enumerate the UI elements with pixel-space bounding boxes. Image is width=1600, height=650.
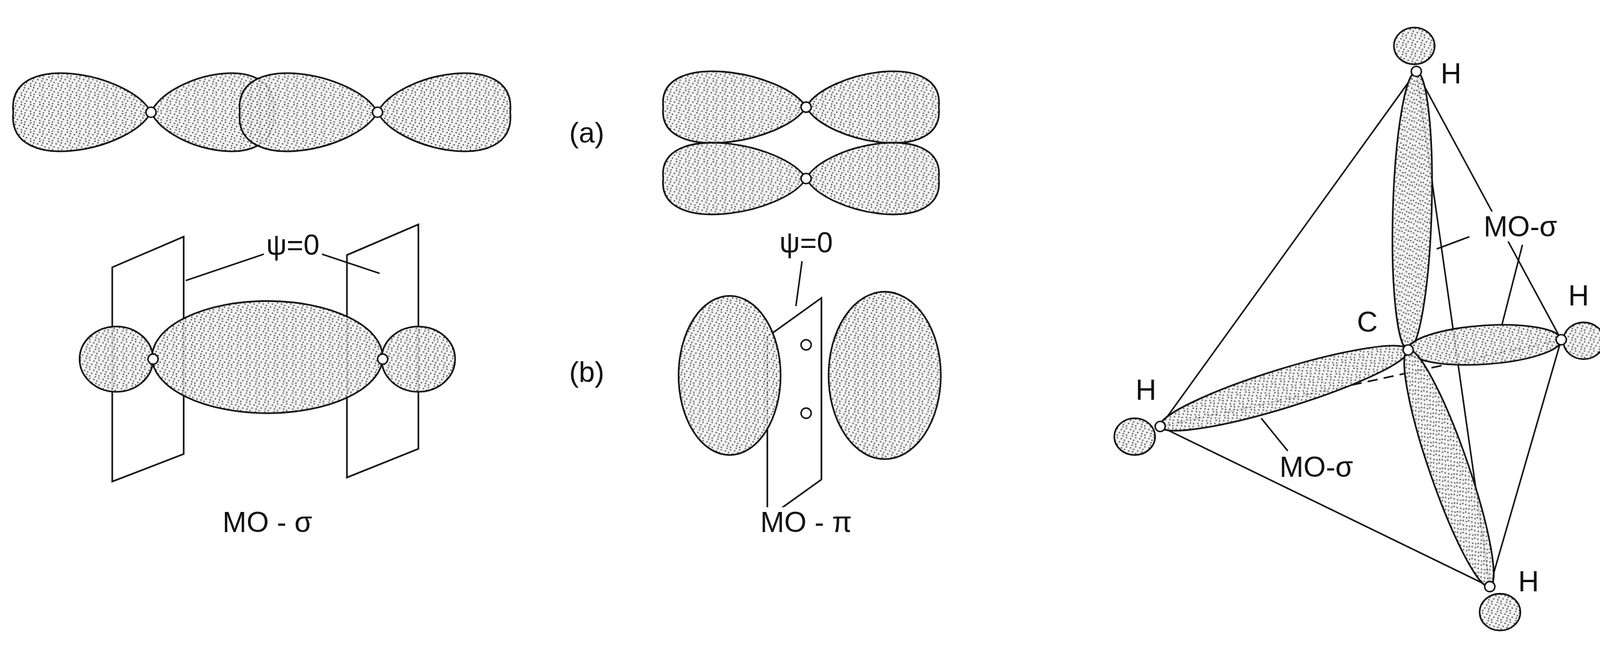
nucleus xyxy=(1155,421,1166,432)
nucleus xyxy=(800,101,812,113)
nucleus xyxy=(1411,66,1422,77)
orbital-lobe xyxy=(1390,343,1509,593)
nodal-label: ψ=0 xyxy=(777,227,836,259)
orbital-lobe xyxy=(828,291,941,460)
orbital-lobe xyxy=(662,71,807,144)
tetrahedron-edge xyxy=(1489,340,1561,587)
nodal-label: ψ=0 xyxy=(264,229,323,261)
orbital-lobe xyxy=(806,71,939,144)
orbital-lobe xyxy=(377,73,511,152)
leader-line xyxy=(1261,418,1288,452)
nucleus xyxy=(1556,334,1567,346)
orbital-lobe xyxy=(13,73,152,152)
nucleus xyxy=(800,407,812,419)
atom-label: H xyxy=(1566,280,1592,312)
atom-label: H xyxy=(1516,566,1542,598)
leader-line xyxy=(185,253,268,281)
orbital-lobe xyxy=(678,295,781,456)
orbital-lobe xyxy=(1479,593,1521,631)
orbital-caption: MO - π xyxy=(757,507,854,538)
orbital-lobe xyxy=(1394,27,1435,65)
nucleus xyxy=(1484,581,1496,593)
nucleus xyxy=(800,173,812,185)
nucleus xyxy=(147,353,159,365)
atom-label: H xyxy=(1133,374,1159,406)
orbital-lobe xyxy=(1154,331,1415,445)
orbital-lobe xyxy=(806,142,939,215)
leader-line xyxy=(795,261,803,307)
orbital-lobe xyxy=(381,326,456,393)
nucleus xyxy=(377,353,388,365)
orbital-lobe xyxy=(151,300,383,414)
tetrahedron-edge xyxy=(1416,71,1562,340)
orbital-lobe xyxy=(1388,70,1437,351)
atom-label: C xyxy=(1354,307,1381,338)
atom-label: H xyxy=(1438,58,1464,89)
nucleus xyxy=(800,340,812,351)
orbital-label: MO-σ xyxy=(1481,211,1560,242)
orbital-lobe xyxy=(1406,320,1563,370)
orbital-lobe xyxy=(1563,322,1600,360)
panel-label: (b) xyxy=(566,357,607,388)
orbital-lobe xyxy=(239,73,378,152)
drawing-group xyxy=(13,27,1600,631)
orbital-label: MO-σ xyxy=(1277,452,1356,483)
orbital-caption: MO - σ xyxy=(220,507,315,538)
nucleus xyxy=(146,107,157,118)
orbital-lobe xyxy=(1114,418,1156,456)
orbital-lobe xyxy=(79,326,154,393)
leader-line xyxy=(1502,245,1523,325)
leader-line xyxy=(318,253,380,274)
nucleus xyxy=(1403,344,1414,355)
orbital-lobe xyxy=(662,142,807,215)
panel-label: (a) xyxy=(566,117,607,148)
leader-line xyxy=(1436,236,1470,249)
nucleus xyxy=(372,107,383,118)
